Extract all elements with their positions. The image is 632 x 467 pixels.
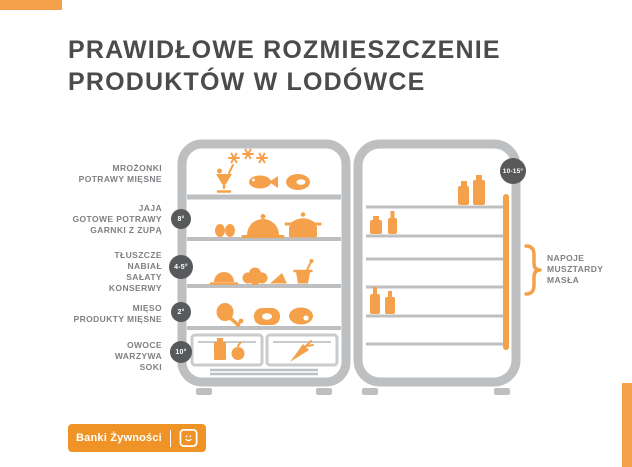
temp-badge-2: 2° [171, 302, 191, 322]
label-line: POTRAWY MIĘSNE [78, 174, 162, 184]
jar-icon [458, 175, 485, 205]
label-line: MASŁA [547, 275, 580, 285]
label-line: NABIAŁ [127, 261, 162, 271]
snowflake-icon [228, 148, 268, 164]
apple-icon [231, 341, 245, 360]
label-line: KONSERWY [108, 283, 162, 293]
door-shelves [366, 205, 508, 346]
logo-divider [169, 429, 171, 447]
temp-badge-4-5: 4-5° [169, 255, 193, 279]
title-line-1: PRAWIDŁOWE ROZMIESZCZENIE [68, 36, 501, 64]
temp-badge-8: 8° [171, 209, 191, 229]
butter-dish-icon [209, 272, 239, 285]
steak-icon [289, 307, 313, 325]
cheese-wedge-icon [270, 273, 287, 284]
eggs-icon [215, 224, 235, 237]
label-line: NAPOJE [547, 253, 585, 263]
label-meat-shelf: MIĘSO PRODUKTY MIĘSNE [7, 303, 162, 325]
banki-zywnosci-logo: Banki Żywności [68, 424, 206, 452]
temp-badge-door: 10-15° [500, 158, 526, 184]
lettuce-icon [242, 267, 268, 285]
carrot-icon [290, 340, 314, 362]
fridge-feet [196, 388, 510, 395]
soup-pot-icon [284, 212, 322, 238]
bottle-icon [370, 211, 397, 314]
vent-grill [210, 368, 318, 376]
covered-dish-icon [241, 214, 285, 238]
label-line: TŁUSZCZE [114, 250, 162, 260]
top-left-accent [0, 0, 62, 10]
chicken-drumstick-icon [216, 303, 244, 327]
label-freezer: MROŻONKI POTRAWY MIĘSNE [7, 163, 162, 185]
label-line: MROŻONKI [112, 163, 162, 173]
label-middle-shelf: TŁUSZCZE NABIAŁ SAŁATY KONSERWY [7, 250, 162, 294]
label-line: GOTOWE POTRAWY [72, 214, 162, 224]
ham-icon [254, 308, 280, 325]
temp-badge-10: 10° [170, 341, 192, 363]
juice-box-icon [214, 338, 226, 360]
fridge-diagram [177, 139, 542, 395]
title-line-2: PRODUKTÓW W LODÓWCE [68, 68, 426, 96]
vegetable-drawers [190, 333, 339, 367]
label-line: SOKI [139, 362, 162, 372]
fridge-door [353, 139, 521, 387]
label-line: OWOCE [126, 340, 162, 350]
cutlery-icon [179, 429, 198, 447]
page-title: PRAWIDŁOWE ROZMIESZCZENIE PRODUKTÓW W LO… [68, 34, 501, 98]
fish-icon [249, 175, 278, 189]
door-seal [503, 194, 509, 350]
label-line: GARNKI Z ZUPĄ [90, 225, 162, 235]
label-line: WARZYWA [114, 351, 162, 361]
label-line: JAJA [138, 203, 162, 213]
label-drawers: OWOCE WARZYWA SOKI [7, 340, 162, 373]
yogurt-cup-icon [293, 259, 314, 284]
logo-text: Banki Żywności [76, 432, 162, 444]
label-line: PRODUKTY MIĘSNE [73, 314, 162, 324]
bottom-right-accent [622, 383, 632, 467]
frozen-meat-icon [286, 174, 310, 190]
label-line: MUSZTARDY [547, 264, 604, 274]
label-door: NAPOJE MUSZTARDY MASŁA [547, 253, 603, 286]
ice-cream-sundae-icon [216, 164, 234, 193]
label-top-shelf: JAJA GOTOWE POTRAWY GARNKI Z ZUPĄ [7, 203, 162, 236]
label-line: SAŁATY [126, 272, 162, 282]
label-line: MIĘSO [132, 303, 162, 313]
door-label-brace [524, 244, 542, 296]
